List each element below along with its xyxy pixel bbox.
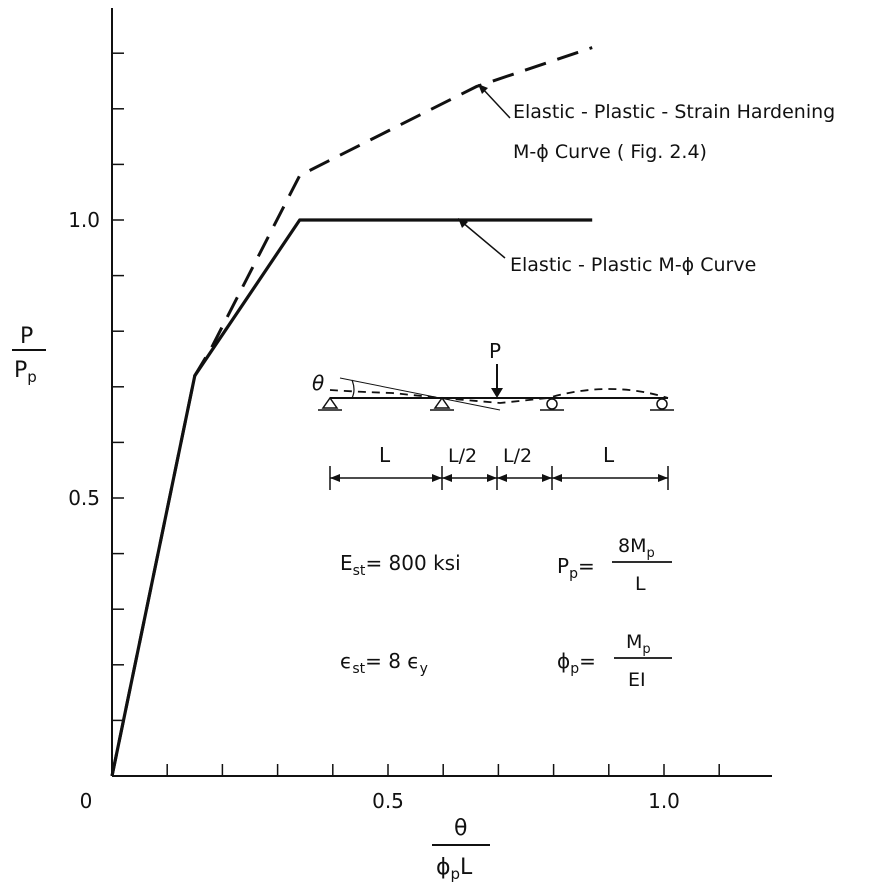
y-label-denominator: Pp — [14, 358, 37, 386]
parameter-formulas: Est= 800 ksi ϵst= 8 ϵy Pp= 8Mp L ϕp= Mp … — [340, 535, 672, 691]
x-tick-label: 1.0 — [648, 789, 680, 813]
dim-label-2: L/2 — [448, 445, 477, 467]
dim-label-3: L/2 — [503, 445, 532, 467]
est-formula: Est= 800 ksi — [340, 551, 461, 579]
y-tick-label: 0.5 — [68, 486, 100, 510]
strain-hardening-label-line1: Elastic - Plastic - Strain Hardening — [513, 101, 835, 123]
inset-beam-diagram: P θ L L/2 L/2 L — [312, 339, 674, 490]
support-right — [656, 398, 668, 410]
elastic-plastic-label: Elastic - Plastic M-ϕ Curve — [510, 254, 756, 276]
dim-label-4: L — [603, 443, 615, 467]
rotation-label: θ — [312, 371, 324, 395]
pp-numerator: 8Mp — [618, 535, 655, 561]
rotation-arc — [351, 379, 355, 399]
annotation-leaders — [458, 84, 511, 259]
eps-formula: ϵst= 8 ϵy — [340, 649, 428, 677]
strain-hardening-label-line2: M-ϕ Curve ( Fig. 2.4) — [513, 141, 707, 163]
load-label: P — [489, 339, 501, 363]
y-axis-label: P Pp — [12, 324, 46, 386]
elastic-plastic-leader — [461, 221, 506, 259]
series-elastic-plastic-line — [110, 218, 593, 777]
dimension-arrowheads — [330, 474, 668, 482]
x-label-denominator: ϕpL — [436, 855, 473, 883]
axes — [111, 8, 772, 777]
strain-hardening-leader — [481, 87, 511, 119]
x-label-numerator: θ — [454, 816, 467, 841]
support-second — [433, 396, 451, 409]
x-tick-label: 0.5 — [372, 789, 404, 813]
y-tick-labels: 0.5 1.0 — [68, 208, 100, 510]
y-label-denominator-sub: p — [27, 368, 37, 386]
x-axis-label: θ ϕpL — [432, 816, 490, 883]
phip-denominator: EI — [628, 669, 646, 691]
x-label-denominator-sub: p — [451, 865, 461, 883]
x-tick-labels: 0 0.5 1.0 — [80, 789, 680, 813]
rotation-tangent-line — [339, 377, 501, 411]
phip-numerator: Mp — [626, 631, 651, 657]
series-layer — [110, 46, 593, 777]
support-roller — [546, 398, 558, 410]
strain-hardening-arrow — [478, 84, 488, 94]
pp-lhs: Pp= — [557, 554, 595, 582]
elastic-plastic-arrow — [458, 218, 468, 228]
load-arrowhead — [491, 388, 503, 398]
support-left — [321, 396, 339, 409]
phip-lhs: ϕp= — [557, 649, 596, 677]
pp-denominator: L — [635, 573, 646, 595]
x-axis-ticks — [166, 764, 720, 776]
y-axis-ticks — [112, 52, 124, 722]
y-label-numerator: P — [20, 324, 33, 349]
x-tick-label: 0 — [80, 789, 93, 813]
y-tick-label: 1.0 — [68, 208, 100, 232]
dim-label-1: L — [379, 443, 391, 467]
